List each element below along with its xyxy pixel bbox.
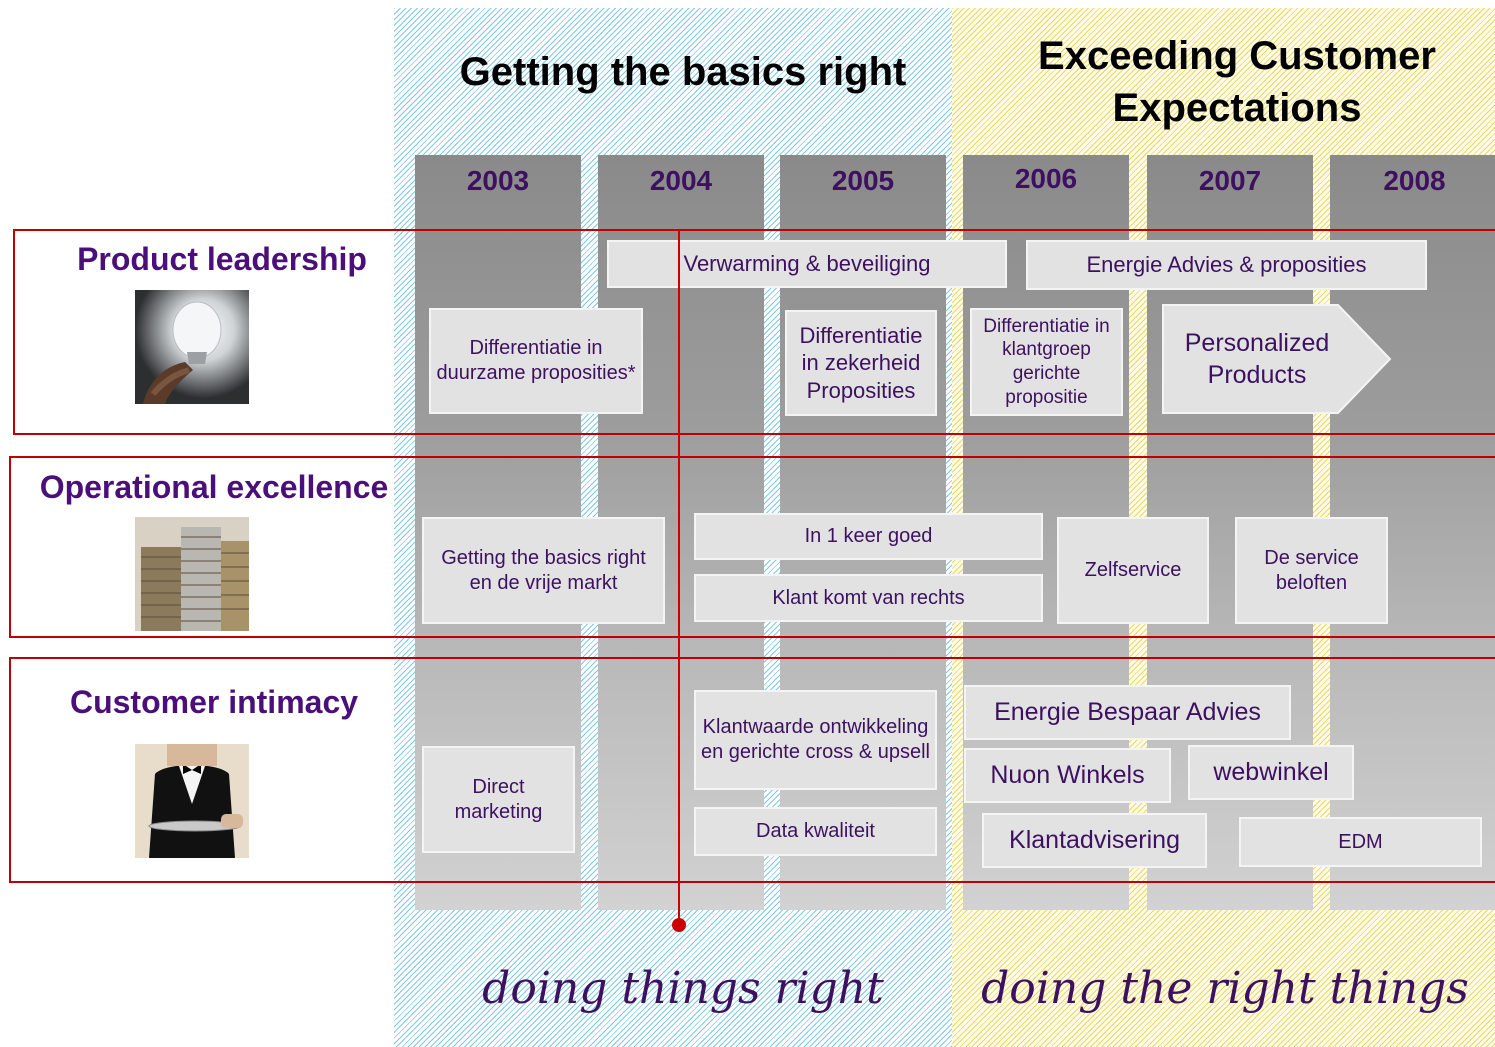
category-product-leadership-title: Product leadership [77,241,367,277]
item-zelfservice: Zelfservice [1057,517,1209,624]
slogan-doing-the-right-things: doing the right things [981,963,1469,1014]
item-klantadvisering: Klantadvisering [982,813,1207,868]
light-bulb-icon [135,290,249,404]
item-verwarming-beveiliging: Verwarming & beveiliging [607,240,1007,288]
item-data-kwaliteit: Data kwaliteit [694,807,937,856]
category-operational-excellence-title: Operational excellence [39,469,389,505]
year-label: 2005 [831,165,895,196]
item-energie-bespaar-advies: Energie Bespaar Advies [964,685,1291,740]
item-differentiatie-duurzame-proposities: Differentiatie in duurzame proposities* [429,308,643,414]
timeline-marker-dot [672,918,686,932]
phase-expectations-title-line1: Exceeding Customer [1038,34,1436,78]
year-label: 2006 [1014,163,1078,194]
row-frame-operational-excellence [9,456,1495,638]
row-frame-product-leadership [13,229,1495,435]
item-edm: EDM [1239,817,1482,867]
item-klant-komt-van-rechts: Klant komt van rechts [694,574,1043,622]
item-direct-marketing: Direct marketing [422,746,575,853]
item-differentiatie-klantgroep: Differentiatie in klantgroep gerichte pr… [970,308,1123,416]
waiter-icon [135,744,249,858]
item-nuon-winkels: Nuon Winkels [964,748,1171,803]
item-differentiatie-zekerheid: Differentiatie in zekerheid Proposities [785,310,937,416]
category-customer-intimacy-title: Customer intimacy [69,684,359,720]
item-webwinkel: webwinkel [1188,745,1354,800]
year-label: 2007 [1198,165,1262,196]
year-label: 2004 [649,165,713,196]
item-service-beloften: De service beloften [1235,517,1388,624]
timeline-marker-line [678,229,680,926]
year-label: 2008 [1383,165,1446,196]
slogan-doing-things-right: doing things right [482,963,884,1014]
personalized-products-label: Personalized Products [1184,328,1330,390]
arrow-shape [1162,304,1392,414]
item-personalized-products: Personalized Products [1162,304,1392,414]
phase-expectations-title: Exceeding Customer Expectations [990,30,1484,134]
phase-expectations-title-line2: Expectations [1112,86,1362,130]
coins-icon [135,517,249,631]
row-frame-customer-intimacy [9,657,1495,883]
item-basics-vrije-markt: Getting the basics right en de vrije mar… [422,517,665,624]
year-label: 2003 [466,165,530,196]
item-energie-advies-proposities: Energie Advies & proposities [1026,240,1427,290]
phase-basics-title: Getting the basics right [459,50,907,94]
item-klantwaarde-ontwikkeling: Klantwaarde ontwikkeling en gerichte cro… [694,690,937,790]
item-in-1-keer-goed: In 1 keer goed [694,513,1043,560]
